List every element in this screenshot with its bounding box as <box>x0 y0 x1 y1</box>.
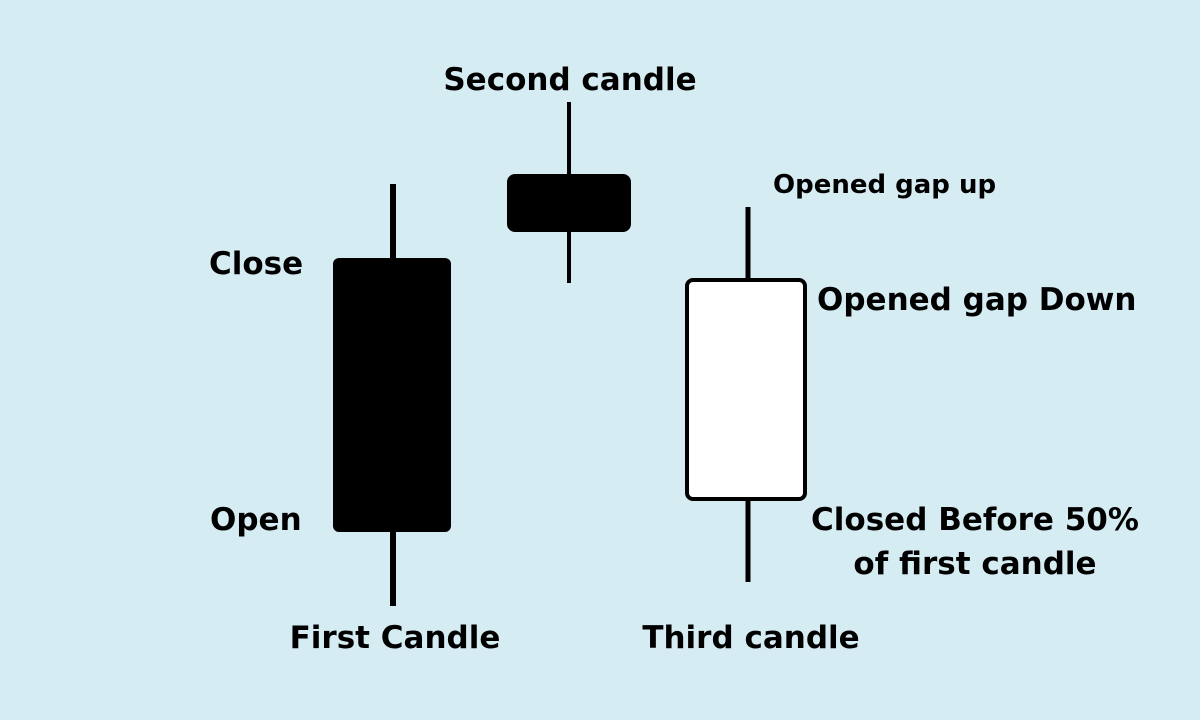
second-candle-label: Second candle <box>443 62 697 98</box>
first-candle-label: First Candle <box>289 620 501 656</box>
second-candle-body <box>507 174 631 232</box>
closed-before-line-1: Closed Before 50% <box>811 502 1139 538</box>
close-label: Close <box>209 246 304 282</box>
opened-gap-down-label: Opened gap Down <box>817 282 1137 318</box>
opened-gap-up-label: Opened gap up <box>773 170 997 200</box>
open-label: Open <box>210 502 302 538</box>
third-candle-body <box>685 278 807 501</box>
closed-before-label: Closed Before 50% of first candle <box>811 498 1139 586</box>
second-candle <box>507 102 631 283</box>
third-candle <box>685 207 807 582</box>
third-candle-label: Third candle <box>642 620 860 656</box>
closed-before-line-2: of first candle <box>853 546 1097 582</box>
first-candle <box>333 184 451 606</box>
first-candle-body <box>333 258 451 532</box>
